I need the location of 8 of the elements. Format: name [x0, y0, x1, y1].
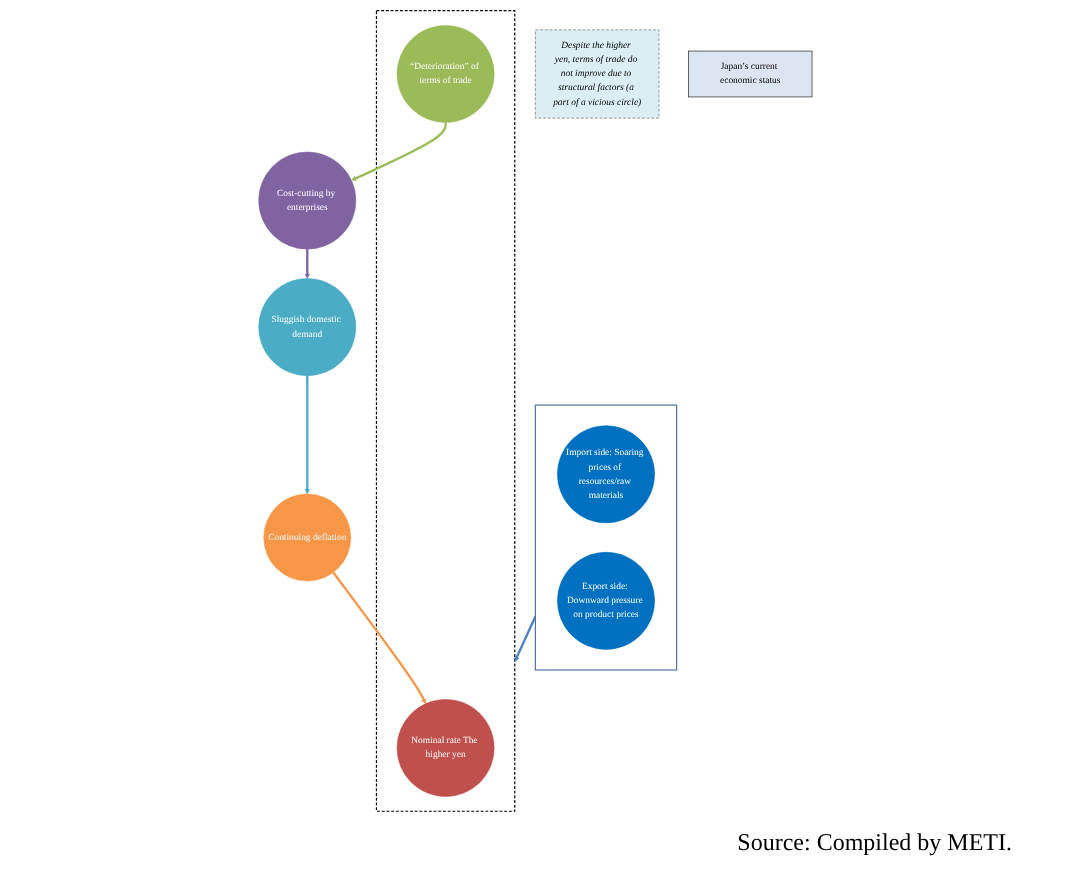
arrow	[332, 570, 427, 703]
arrow	[305, 374, 311, 494]
arrow	[351, 121, 448, 180]
arrow	[514, 615, 538, 661]
cluster	[376, 9, 516, 811]
cluster	[535, 403, 678, 670]
arrow	[305, 248, 311, 278]
source-note: Source: Compiled by METI.	[737, 828, 1012, 858]
